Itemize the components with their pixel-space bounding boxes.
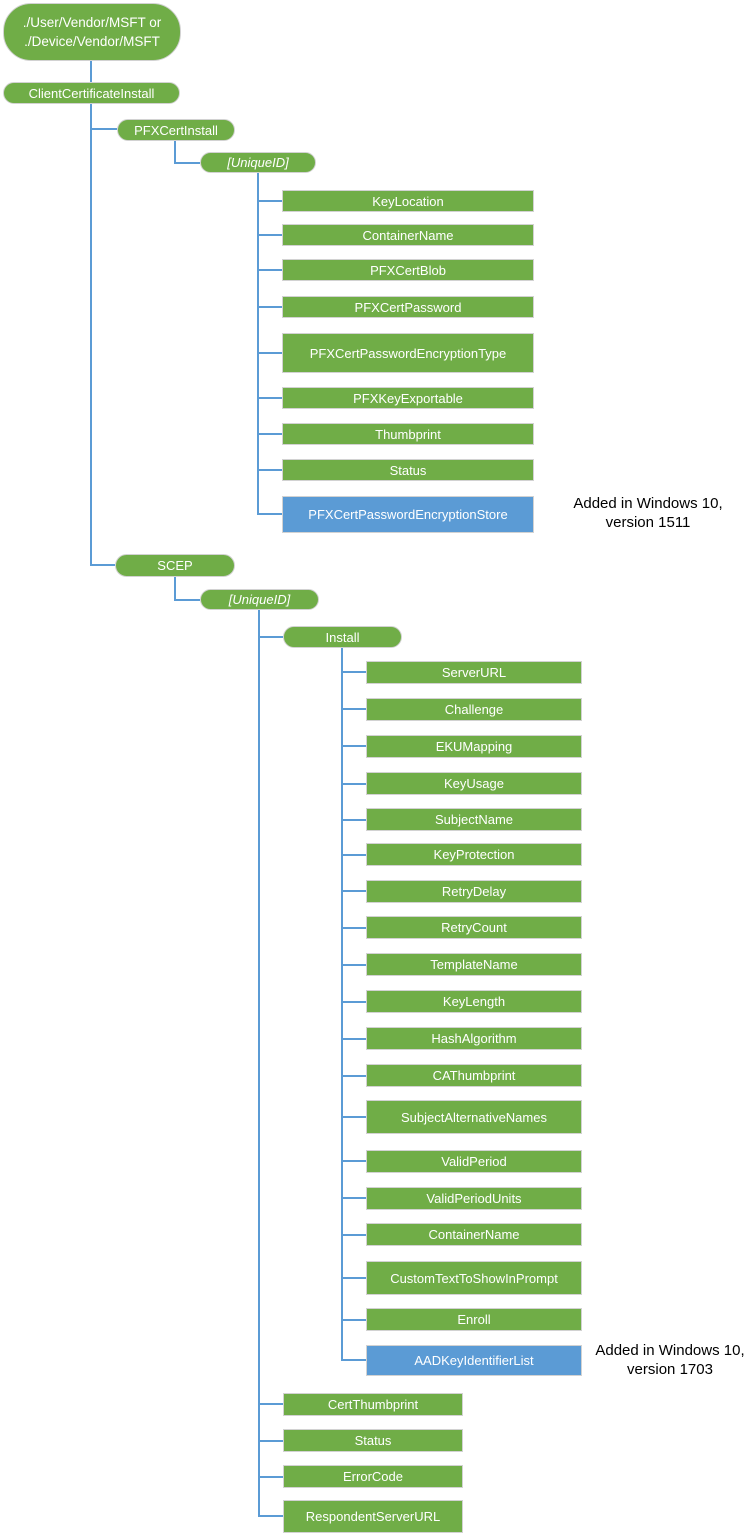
node-subjectalternativenames: SubjectAlternativeNames bbox=[366, 1100, 582, 1134]
connector-trunk-install bbox=[341, 648, 343, 1361]
connector-stub-containername-scep bbox=[341, 1234, 366, 1236]
node-install: Install bbox=[283, 626, 402, 648]
connector-stub-status-pfx bbox=[257, 469, 282, 471]
connector-stub-cathumbprint bbox=[341, 1075, 366, 1077]
node-uniqueid-scep: [UniqueID] bbox=[200, 589, 319, 610]
connector-stub-containername bbox=[257, 234, 282, 236]
node-errorcode: ErrorCode bbox=[283, 1465, 463, 1488]
connector-stub-enroll bbox=[341, 1319, 366, 1321]
node-aadkeyidentifierlist: AADKeyIdentifierList bbox=[366, 1345, 582, 1376]
node-enroll: Enroll bbox=[366, 1308, 582, 1331]
annotation-version-1511: Added in Windows 10, version 1511 bbox=[545, 494, 751, 532]
connector-stub-hashalgorithm bbox=[341, 1038, 366, 1040]
node-pfxcertblob: PFXCertBlob bbox=[282, 259, 534, 281]
connector-stub-errorcode bbox=[258, 1476, 283, 1478]
node-scep: SCEP bbox=[115, 554, 235, 577]
connector-stub-challenge bbox=[341, 708, 366, 710]
connector-stub-status-scep bbox=[258, 1440, 283, 1442]
connector-trunk-scep-uniqueid bbox=[258, 610, 260, 1517]
node-clientcertificateinstall: ClientCertificateInstall bbox=[3, 82, 180, 104]
node-templatename: TemplateName bbox=[366, 953, 582, 976]
connector-trunk-clientcertificateinstall bbox=[90, 104, 92, 566]
connector-stub-validperiodunits bbox=[341, 1197, 366, 1199]
connector-stub-pfx-uniqueid bbox=[174, 162, 200, 164]
connector-stub-pfxcertinstall bbox=[90, 128, 117, 130]
node-status-pfx: Status bbox=[282, 459, 534, 481]
node-keyusage: KeyUsage bbox=[366, 772, 582, 795]
connector-stub-install bbox=[258, 636, 283, 638]
connector-stub-aadkeyidentifierlist bbox=[341, 1359, 366, 1361]
connector-stub-pfxkeyexportable bbox=[257, 397, 282, 399]
node-root-user-device-vendor-msft: ./User/Vendor/MSFT or ./Device/Vendor/MS… bbox=[3, 3, 181, 61]
node-retrydelay: RetryDelay bbox=[366, 880, 582, 903]
node-validperiod: ValidPeriod bbox=[366, 1150, 582, 1173]
connector-stub-subjectname bbox=[341, 819, 366, 821]
connector-stub-pfxcertpasswordencryptiontype bbox=[257, 352, 282, 354]
node-pfxcertinstall: PFXCertInstall bbox=[117, 119, 235, 141]
connector-stub-scep bbox=[90, 564, 115, 566]
annotation-1703-line2: version 1703 bbox=[627, 1361, 713, 1378]
connector-stub-thumbprint bbox=[257, 433, 282, 435]
connector-stub-pfxcertblob bbox=[257, 269, 282, 271]
node-pfxkeyexportable: PFXKeyExportable bbox=[282, 387, 534, 409]
node-respondentserverurl: RespondentServerURL bbox=[283, 1500, 463, 1533]
connector-stub-scep-uniqueid bbox=[174, 599, 200, 601]
node-hashalgorithm: HashAlgorithm bbox=[366, 1027, 582, 1050]
connector-stub-subjectalternativenames bbox=[341, 1116, 366, 1118]
connector-stub-keyusage bbox=[341, 783, 366, 785]
node-ekumapping: EKUMapping bbox=[366, 735, 582, 758]
connector-stub-certthumbprint bbox=[258, 1403, 283, 1405]
node-certthumbprint: CertThumbprint bbox=[283, 1393, 463, 1416]
node-keylength: KeyLength bbox=[366, 990, 582, 1013]
annotation-version-1703: Added in Windows 10, version 1703 bbox=[568, 1341, 751, 1379]
node-serverurl: ServerURL bbox=[366, 661, 582, 684]
connector-stub-retrydelay bbox=[341, 890, 366, 892]
connector-stub-respondentserverurl bbox=[258, 1515, 283, 1517]
node-keylocation: KeyLocation bbox=[282, 190, 534, 212]
connector-stub-pfxcertpasswordencryptionstore bbox=[257, 513, 282, 515]
node-uniqueid-pfx: [UniqueID] bbox=[200, 152, 316, 173]
annotation-1511-line2: version 1511 bbox=[605, 514, 691, 531]
node-cathumbprint: CAThumbprint bbox=[366, 1064, 582, 1087]
connector-stub-pfxcertpassword bbox=[257, 306, 282, 308]
connector-stub-keylocation bbox=[257, 200, 282, 202]
connector-elbow-pfxcertinstall bbox=[174, 140, 176, 164]
node-status-scep: Status bbox=[283, 1429, 463, 1452]
connector-root-to-clientcertificateinstall bbox=[90, 60, 92, 82]
connector-trunk-pfx-uniqueid bbox=[257, 173, 259, 515]
annotation-1511-line1: Added in Windows 10, bbox=[573, 495, 723, 512]
node-customtexttoshowinprompt: CustomTextToShowInPrompt bbox=[366, 1261, 582, 1295]
connector-stub-keylength bbox=[341, 1001, 366, 1003]
root-line1: ./User/Vendor/MSFT or bbox=[22, 15, 162, 30]
connector-stub-keyprotection bbox=[341, 854, 366, 856]
connector-stub-templatename bbox=[341, 964, 366, 966]
node-thumbprint: Thumbprint bbox=[282, 423, 534, 445]
connector-stub-ekumapping bbox=[341, 745, 366, 747]
connector-elbow-scep bbox=[174, 576, 176, 601]
connector-stub-retrycount bbox=[341, 927, 366, 929]
node-containername-pfx: ContainerName bbox=[282, 224, 534, 246]
node-pfxcertpassword: PFXCertPassword bbox=[282, 296, 534, 318]
node-keyprotection: KeyProtection bbox=[366, 843, 582, 866]
node-challenge: Challenge bbox=[366, 698, 582, 721]
annotation-1703-line1: Added in Windows 10, bbox=[595, 1342, 745, 1359]
connector-stub-serverurl bbox=[341, 671, 366, 673]
node-containername-scep: ContainerName bbox=[366, 1223, 582, 1246]
node-pfxcertpasswordencryptiontype: PFXCertPasswordEncryptionType bbox=[282, 333, 534, 373]
connector-stub-validperiod bbox=[341, 1160, 366, 1162]
connector-stub-customtexttoshowinprompt bbox=[341, 1277, 366, 1279]
node-retrycount: RetryCount bbox=[366, 916, 582, 939]
root-line2: ./Device/Vendor/MSFT bbox=[24, 34, 160, 49]
node-pfxcertpasswordencryptionstore: PFXCertPasswordEncryptionStore bbox=[282, 496, 534, 533]
node-validperiodunits: ValidPeriodUnits bbox=[366, 1187, 582, 1210]
node-subjectname: SubjectName bbox=[366, 808, 582, 831]
